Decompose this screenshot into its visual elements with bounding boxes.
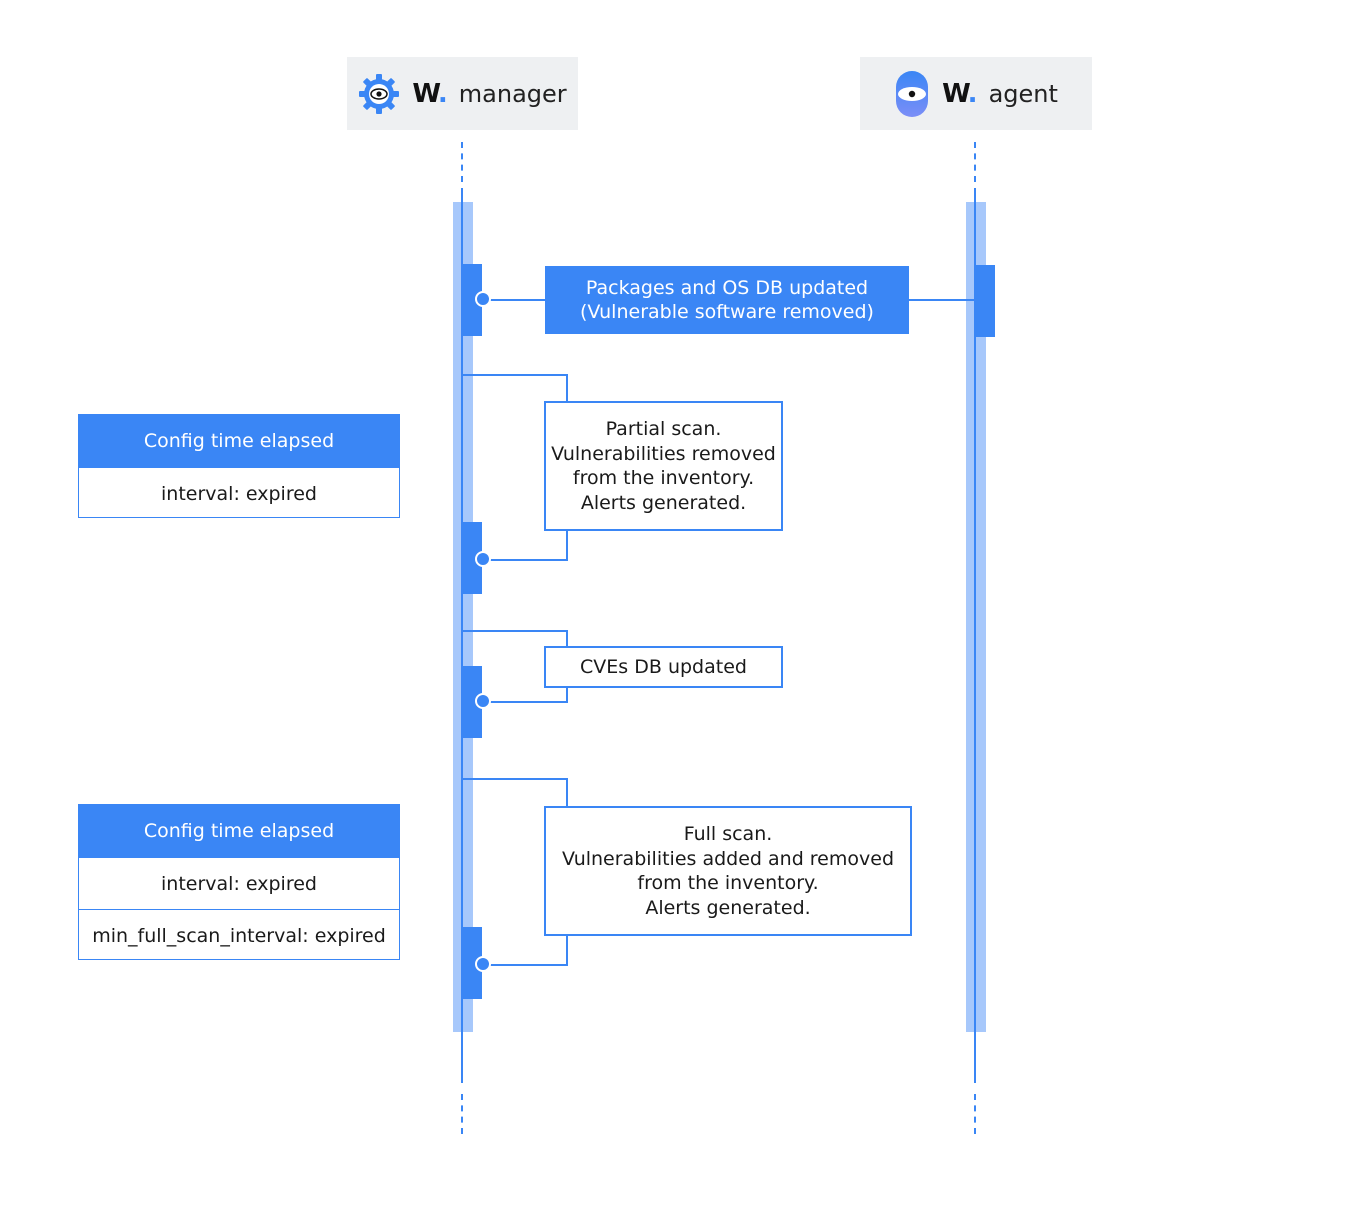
cves-return-rise [566, 686, 568, 703]
full-scan-line1: Full scan. [683, 823, 773, 845]
cves-update-line1: CVEs DB updated [580, 655, 747, 678]
partial-scan-endpoint [475, 551, 491, 567]
manager-execution-block-1 [463, 264, 482, 336]
config-box-2: Config time elapsed interval: expired mi… [78, 804, 400, 960]
cves-return-line [484, 701, 568, 703]
agent-activation-bar [966, 202, 986, 1032]
packages-update-line2: (Vulnerable software removed) [580, 301, 874, 323]
full-scan-out-drop [566, 778, 568, 808]
full-scan-line4: Alerts generated. [645, 896, 811, 919]
config-box-2-row-2: min_full_scan_interval: expired [79, 909, 399, 961]
full-scan-return-line [484, 964, 568, 966]
manager-lifeline-center [461, 202, 463, 1032]
manager-execution-block-4 [463, 927, 482, 999]
agent-lifeline-bottom-dash [974, 1094, 976, 1134]
packages-message-line-left [484, 299, 546, 301]
packages-message-line-right [908, 299, 976, 301]
manager-gear-icon [359, 73, 400, 114]
manager-lifeline-top-dash [461, 142, 463, 182]
agent-execution-block [976, 265, 995, 337]
partial-scan-return-line [484, 559, 568, 561]
agent-eye-icon [896, 70, 929, 117]
partial-scan-return-rise [566, 529, 568, 561]
full-scan-line2: Vulnerabilities added and removed [561, 847, 895, 870]
manager-activation-bar [453, 202, 473, 1032]
full-scan-return-rise [566, 934, 568, 966]
cves-out-line [463, 630, 568, 632]
full-scan-endpoint [475, 956, 491, 972]
agent-lifeline-top-dash [974, 142, 976, 182]
config-box-2-title: Config time elapsed [79, 805, 399, 857]
partial-scan-out-drop [566, 374, 568, 404]
full-scan-line3: from the inventory. [637, 872, 819, 894]
partial-scan-line4: Alerts generated. [580, 491, 747, 514]
agent-actor: W. agent [860, 57, 1092, 130]
partial-scan-out-line [463, 374, 568, 376]
agent-lifeline-center [974, 202, 976, 1032]
config-box-1-row: interval: expired [79, 467, 399, 519]
cves-update-note: CVEs DB updated [544, 646, 783, 688]
manager-name: manager [458, 79, 567, 108]
agent-brand: W. [942, 78, 977, 109]
agent-name: agent [988, 79, 1058, 108]
manager-execution-block-3 [463, 666, 482, 738]
manager-lifeline-bottom-dash [461, 1094, 463, 1134]
cves-endpoint [475, 693, 491, 709]
partial-scan-note: Partial scan. Vulnerabilities removed fr… [544, 401, 783, 531]
packages-message-endpoint [475, 291, 491, 307]
manager-execution-block-2 [463, 522, 482, 594]
packages-update-message: Packages and OS DB updated (Vulnerable s… [545, 266, 909, 334]
partial-scan-line1: Partial scan. [605, 418, 722, 440]
config-box-1: Config time elapsed interval: expired [78, 414, 400, 518]
manager-actor: W. manager [347, 57, 578, 130]
packages-update-line1: Packages and OS DB updated [585, 277, 869, 299]
partial-scan-line3: from the inventory. [572, 467, 755, 489]
full-scan-out-line [463, 778, 568, 780]
manager-brand: W. [412, 78, 447, 109]
config-box-1-title: Config time elapsed [79, 415, 399, 467]
cves-out-drop [566, 630, 568, 648]
full-scan-note: Full scan. Vulnerabilities added and rem… [544, 806, 912, 936]
config-box-2-row-1: interval: expired [79, 857, 399, 909]
partial-scan-line2: Vulnerabilities removed [551, 442, 776, 465]
